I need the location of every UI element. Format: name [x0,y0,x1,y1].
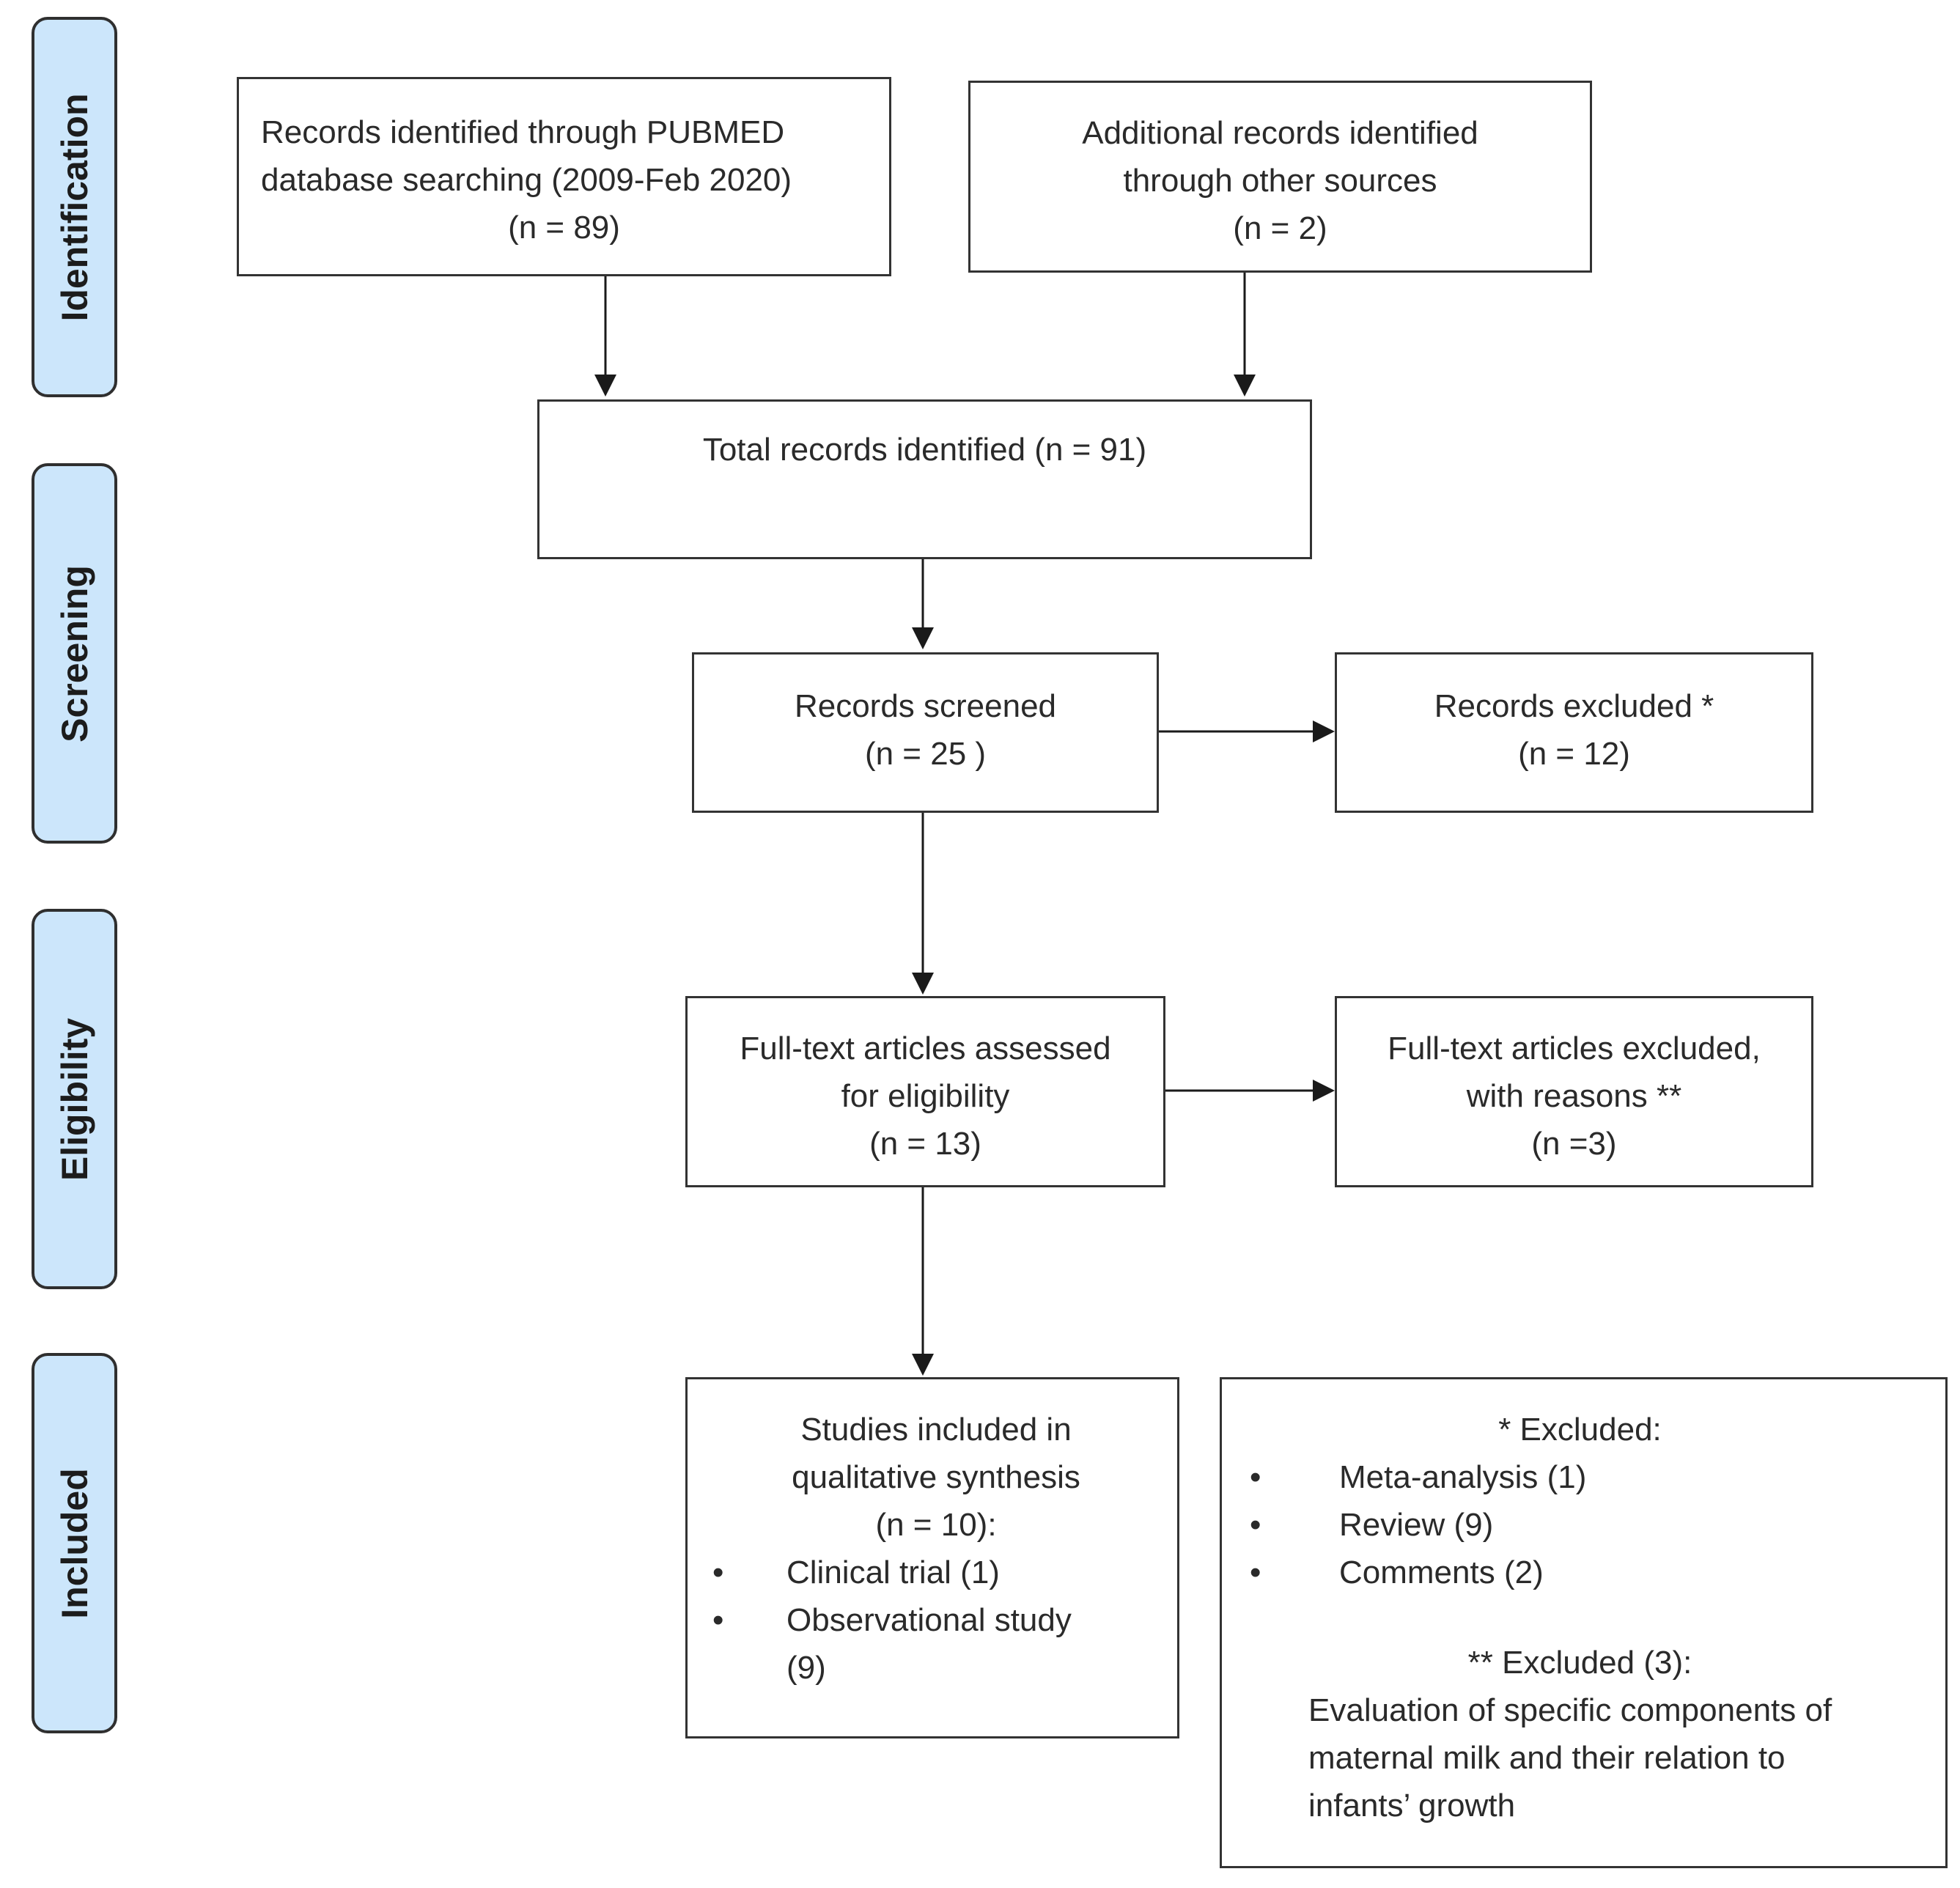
bullet-item: • Observational study [696,1596,1170,1644]
box-line: Full-text articles assessed [740,1030,1111,1066]
bullet-text: Comments (2) [1339,1555,1544,1590]
box-line: Additional records identified [1082,115,1478,151]
bullet-text: Review (9) [1339,1507,1494,1543]
notes-line: maternal milk and their relation to [1308,1740,1786,1776]
box-line: through other sources [1123,163,1437,199]
notes-line: Evaluation of specific components of [1308,1692,1832,1728]
bullet-dot: • [712,1602,724,1638]
fulltext-excluded-box: Full-text articles excluded, with reason… [1335,996,1813,1187]
bullet-text: Meta-analysis (1) [1339,1459,1587,1495]
studies-included-box: Studies included in qualitative synthesi… [685,1377,1179,1738]
pubmed-records-box: Records identified through PUBMED databa… [237,77,891,276]
bullet-text: Clinical trial (1) [786,1555,1000,1590]
box-line: Total records identified (n = 91) [702,432,1147,468]
notes-heading: * Excluded: [1498,1412,1662,1448]
notes-line: infants’ growth [1308,1788,1516,1824]
box-count: (n = 12) [1518,736,1630,772]
records-excluded-box: Records excluded * (n = 12) [1335,652,1813,813]
box-line: for eligibility [841,1078,1010,1114]
notes-text: Evaluation of specific components of mat… [1244,1686,1938,1829]
box-line: with reasons ** [1466,1078,1682,1114]
box-line: database searching (2009-Feb 2020) [261,162,792,198]
total-records-box: Total records identified (n = 91) [537,399,1312,559]
bullet-dot: • [1250,1507,1261,1543]
box-line: Records excluded * [1434,688,1714,724]
stage-included: Included [32,1353,117,1733]
box-count: (n = 10): [875,1507,997,1543]
bullet-item: • Meta-analysis (1) [1244,1453,1938,1501]
box-line: Records screened [794,688,1057,724]
box-count: (n = 25 ) [864,736,987,772]
bullet-dot: • [1250,1555,1261,1590]
box-count: (n = 13) [869,1126,981,1162]
box-line: Full-text articles excluded, [1388,1030,1761,1066]
box-count: (n = 89) [508,210,620,246]
box-count: (n = 2) [1233,210,1327,246]
box-line: Studies included in [800,1412,1072,1448]
bullet-item: • Clinical trial (1) [696,1549,1170,1596]
notes-heading: ** Excluded (3): [1467,1645,1692,1681]
box-count: (n =3) [1531,1126,1617,1162]
bullet-dot: • [1250,1459,1261,1495]
stage-screening: Screening [32,463,117,844]
bullet-dot: • [712,1555,724,1590]
other-sources-box: Additional records identified through ot… [968,81,1592,273]
stage-eligibility: Eligibility [32,909,117,1289]
bullet-continuation: (9) [696,1644,1170,1692]
box-line: qualitative synthesis [792,1459,1080,1495]
records-screened-box: Records screened (n = 25 ) [692,652,1159,813]
bullet-item: • Comments (2) [1244,1549,1938,1596]
exclusion-notes-box: * Excluded: • Meta-analysis (1) • Review… [1220,1377,1948,1868]
bullet-text: Observational study [786,1602,1072,1638]
box-line: Records identified through PUBMED [261,114,785,150]
stage-identification: Identification [32,17,117,397]
fulltext-assessed-box: Full-text articles assessed for eligibil… [685,996,1165,1187]
bullet-text: (9) [786,1650,826,1686]
bullet-item: • Review (9) [1244,1501,1938,1549]
